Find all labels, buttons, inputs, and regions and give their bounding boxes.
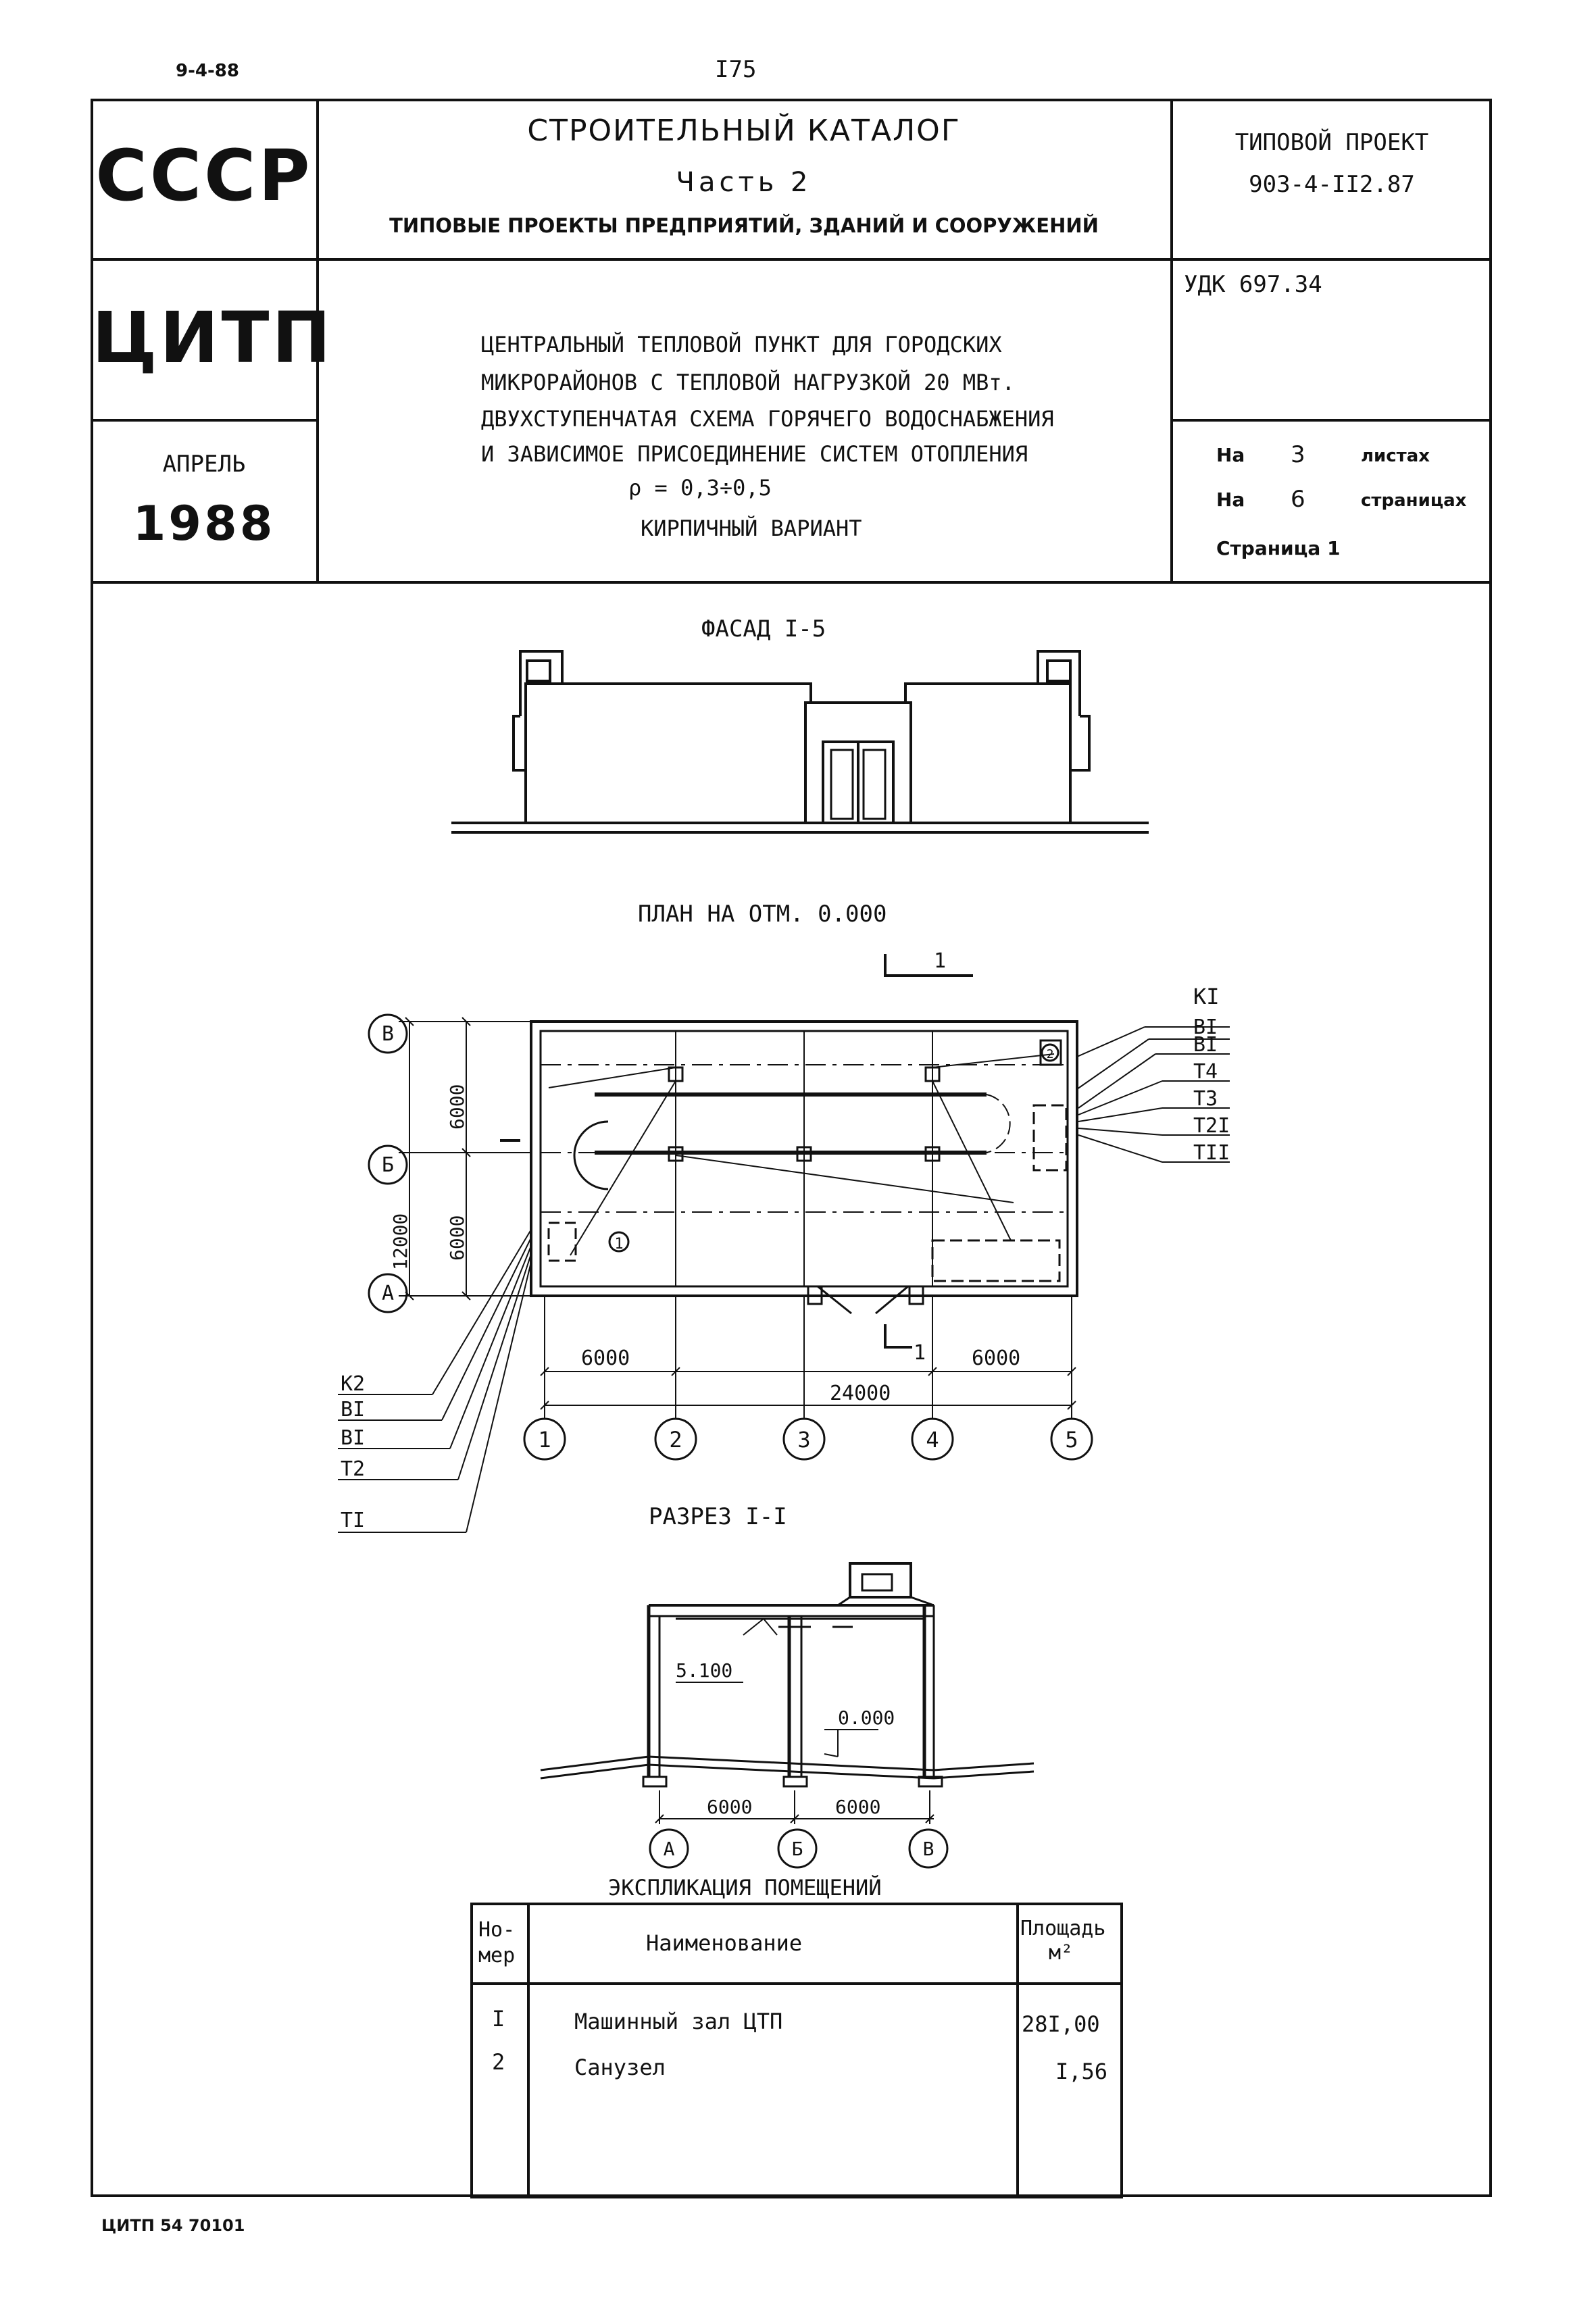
dim-plan-row-total: 12000 [389,1213,412,1270]
pipe-right-5: Т3 [1193,1087,1218,1111]
axis-v-label: В [382,1022,394,1046]
page-label: Страница 1 [1216,537,1341,559]
pipe-left-2: ВI [341,1398,365,1422]
pipe-right-2: ВI [1193,1015,1218,1039]
title-left-line [91,419,316,422]
description-rho: ρ = 0,3÷0,5 [628,475,772,501]
pipe-right-3: ВI [1193,1033,1218,1057]
table-col-name: Наименование [646,1930,803,1956]
pipe-left-1: К2 [341,1372,365,1396]
description-line-2: МИКРОРАЙОНОВ С ТЕПЛОВОЙ НАГРУЗКОЙ 20 МВт… [481,370,1015,395]
project-number: 903-4-II2.87 [1249,171,1415,198]
axis-3-label: 3 [797,1427,810,1453]
dim-section-left: 6000 [707,1796,752,1818]
description-variant: КИРПИЧНЫЙ ВАРИАНТ [641,515,862,541]
year-label: 1988 [132,496,276,551]
month-label: АПРЕЛЬ [162,451,246,478]
description-line-4: И ЗАВИСИМОЕ ПРИСОЕДИНЕНИЕ СИСТЕМ ОТОПЛЕН… [481,441,1028,467]
title-divider-left [316,99,319,582]
pipe-right-7: ТII [1193,1141,1230,1165]
plan-title: ПЛАН НА ОТМ. 0.000 [638,901,887,928]
ussr-label: СССР [95,134,313,217]
title-bottom-line [91,581,1492,584]
table-col-area-1: Площадь [1020,1917,1106,1940]
axis-4-label: 4 [926,1427,939,1453]
table-col-area-2: м² [1049,1941,1074,1965]
page-number: I75 [715,56,757,83]
pipe-left-3: ВI [341,1426,365,1450]
level-zero: 0.000 [838,1707,895,1729]
axis-5-label: 5 [1065,1427,1078,1453]
project-label: ТИПОВОЙ ПРОЕКТ [1235,129,1429,156]
catalog-subtitle: ТИПОВЫЕ ПРОЕКТЫ ПРЕДПРИЯТИЙ, ЗДАНИЙ И СО… [389,214,1099,237]
section-axis-a: А [664,1838,675,1860]
date-code: 9-4-88 [176,61,239,81]
pages-count: 6 [1291,486,1305,513]
sheets-count: 3 [1291,441,1305,468]
dim-plan-right: 6000 [972,1347,1020,1370]
axis-2-label: 2 [669,1427,682,1453]
table-col-num-2: мер [478,1944,516,1967]
row-1-name: Машинный зал ЦТП [574,2009,783,2034]
dim-plan-row-top: 6000 [446,1084,468,1130]
section-mark-top: 1 [934,949,946,973]
facade-title: ФАСАД I-5 [701,615,826,643]
dim-section-right: 6000 [835,1796,880,1818]
dim-plan-left: 6000 [581,1347,630,1370]
udk-code: УДК 697.34 [1184,271,1322,298]
title-divider-right [1170,99,1173,582]
pipe-right-4: Т4 [1193,1060,1218,1084]
section-drawing [540,1562,1034,1869]
table-col-num-1: Но- [478,1918,516,1942]
table-col-divider-2 [1016,1903,1019,2198]
section-mark-bottom: 1 [914,1341,926,1365]
pipe-left-5: ТI [341,1509,365,1532]
explication-title: ЭКСПЛИКАЦИЯ ПОМЕЩЕНИЙ [608,1875,882,1901]
dim-plan-row-bottom: 6000 [446,1215,468,1261]
level-top: 5.100 [676,1659,732,1682]
plan-drawing [338,954,1230,1533]
pages-prefix: На [1216,488,1245,511]
section-axis-v: В [923,1838,934,1860]
axis-b-label: Б [382,1153,394,1177]
table-col-divider-1 [527,1903,530,2198]
pages-word: страницах [1361,491,1467,511]
row-1-num: I [492,2006,505,2032]
room-1-marker: 1 [614,1236,623,1253]
sheets-word: листах [1361,446,1430,466]
catalog-part: Часть 2 [676,167,812,198]
title-row-line [91,258,1492,261]
room-2-marker: 2 [1047,1047,1054,1061]
pipe-right-6: Т2I [1193,1114,1230,1138]
row-1-area: 28I,00 [1022,2011,1100,2037]
explication-table [470,1903,1123,2198]
org-label: ЦИТП [92,297,334,379]
row-2-area: I,56 [1055,2059,1108,2084]
axis-a-label: А [382,1282,394,1305]
description-line-1: ЦЕНТРАЛЬНЫЙ ТЕПЛОВОЙ ПУНКТ ДЛЯ ГОРОДСКИХ [481,332,1002,357]
row-2-name: Санузел [574,2055,666,2080]
row-2-num: 2 [492,2049,505,2075]
sheets-prefix: На [1216,444,1245,466]
table-header-line [470,1982,1123,1985]
pipe-left-4: Т2 [341,1457,365,1481]
title-right-line [1170,419,1492,422]
section-axis-b: Б [792,1838,803,1860]
facade-drawing [451,650,1149,834]
pipe-right-1: КI [1193,984,1220,1009]
axis-1-label: 1 [538,1427,551,1453]
description-line-3: ДВУХСТУПЕНЧАТАЯ СХЕМА ГОРЯЧЕГО ВОДОСНАБЖ… [481,406,1054,432]
section-title: РАЗРЕЗ I-I [649,1503,787,1530]
catalog-title: СТРОИТЕЛЬНЫЙ КАТАЛОГ [527,114,961,148]
footer-code: ЦИТП 54 70101 [101,2216,245,2235]
dim-plan-total: 24000 [830,1382,891,1405]
